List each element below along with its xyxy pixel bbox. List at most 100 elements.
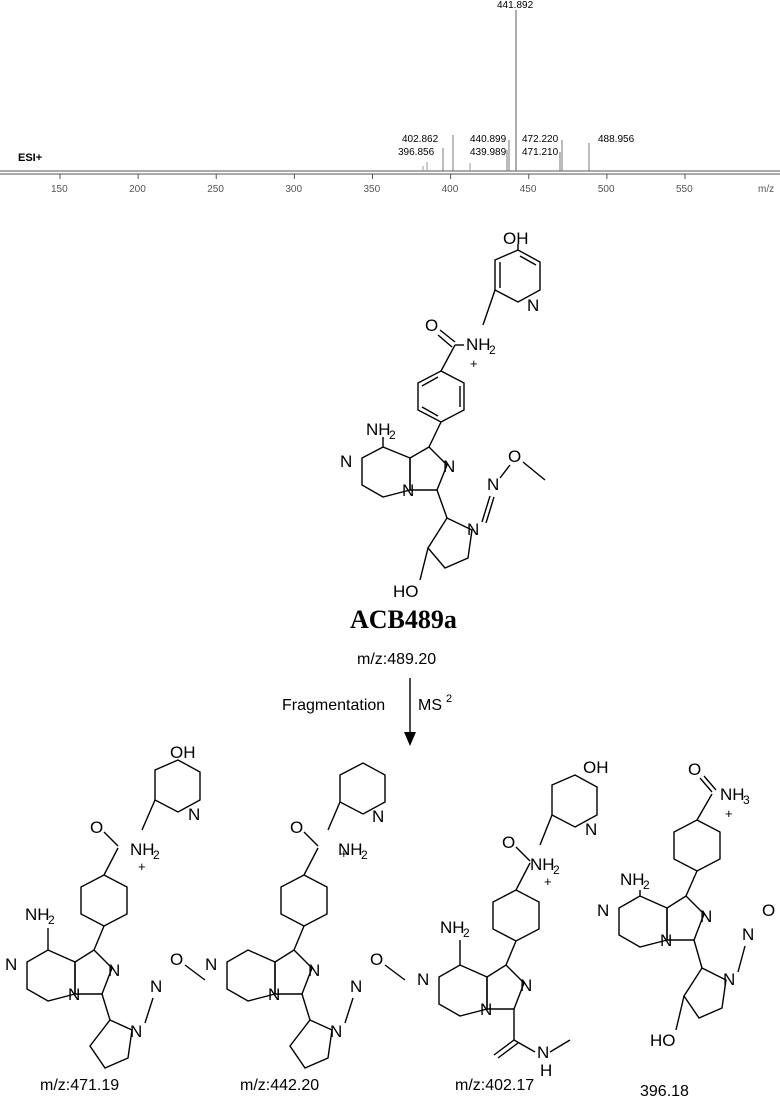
svg-text:N: N: [205, 955, 217, 974]
svg-text:N: N: [108, 961, 120, 980]
pyridine-n-label: N: [527, 296, 539, 315]
svg-text:N: N: [150, 977, 162, 996]
svg-text:N: N: [597, 901, 609, 920]
svg-text:2: 2: [489, 343, 496, 357]
svg-text:NH: NH: [530, 855, 555, 874]
svg-text:N: N: [417, 970, 429, 989]
svg-text:N: N: [660, 931, 672, 950]
axis-tick-label: 150: [51, 184, 68, 195]
svg-text:N: N: [68, 985, 80, 1004]
peak-label-439-989: 439.989: [470, 147, 507, 158]
oxime-n-label: N: [487, 475, 499, 494]
axis-tick-label: 200: [129, 184, 146, 195]
svg-text:O: O: [290, 818, 303, 837]
svg-text:NH: NH: [25, 905, 50, 924]
parent-structure: OH N O NH 2 + NH 2 N N N N HO: [340, 229, 546, 668]
svg-text:3: 3: [743, 793, 750, 807]
svg-text:O: O: [90, 818, 103, 837]
axis-unit: m/z: [758, 184, 774, 195]
svg-text:2: 2: [48, 913, 55, 927]
pyrazine-n-label: N: [340, 452, 352, 471]
svg-text:N: N: [130, 1022, 142, 1041]
axis-tick-label: 350: [364, 184, 381, 195]
svg-text:+: +: [138, 859, 146, 874]
svg-text:+: +: [725, 806, 733, 821]
svg-text:+: +: [544, 874, 552, 889]
svg-text:N: N: [5, 955, 17, 974]
svg-text:N: N: [188, 805, 200, 824]
svg-text:2: 2: [463, 926, 470, 940]
pyrrolidine-ring: [427, 517, 473, 569]
svg-text:N: N: [480, 1000, 492, 1019]
fragment-396-mz: 396.18: [640, 1083, 689, 1100]
parent-mz: m/z:489.20: [357, 651, 436, 668]
fragment-402: OH N O NH 2 + NH 2 N N N N H m/z:402.17: [417, 758, 609, 1094]
svg-text:H: H: [540, 1061, 552, 1080]
svg-text:N: N: [723, 970, 735, 989]
peak-label-440-899: 440.899: [470, 134, 507, 145]
pyrrolidine-n-label: N: [467, 520, 479, 539]
svg-text:2: 2: [643, 878, 650, 892]
svg-text:N: N: [330, 1022, 342, 1041]
oxime-o-label: O: [508, 447, 521, 466]
arrow-right-label: MS: [418, 697, 442, 714]
svg-text:N: N: [520, 976, 532, 995]
axis-tick-label: 400: [442, 184, 459, 195]
peak-label-472-220: 472.220: [522, 134, 559, 145]
svg-text:2: 2: [153, 848, 160, 862]
svg-text:N: N: [268, 985, 280, 1004]
axis-tick-label: 450: [520, 184, 537, 195]
fragment-471: OH N O NH 2 + NH 2 N N N N N O m/z:471.1…: [5, 743, 206, 1094]
svg-text:OH: OH: [583, 758, 609, 777]
axis-tick-label: 300: [285, 184, 302, 195]
peak-label-488-956: 488.956: [598, 134, 635, 145]
svg-text:O: O: [170, 950, 183, 969]
hydroxypyridine-ring: [494, 249, 541, 303]
imidazole-n-label: N: [443, 457, 455, 476]
peak-label-402-862: 402.862: [402, 134, 439, 145]
ho-label: HO: [393, 582, 419, 601]
axis-tick-label: 550: [676, 184, 693, 195]
benzene-ring: [417, 370, 465, 423]
svg-text:+: +: [340, 846, 348, 861]
svg-text:N: N: [585, 820, 597, 839]
axis-tick-label: 250: [207, 184, 224, 195]
svg-text:N: N: [537, 1043, 549, 1062]
svg-text:2: 2: [446, 693, 452, 705]
fragmentation-arrow: Fragmentation MS 2: [282, 678, 452, 746]
svg-text:2: 2: [553, 863, 560, 877]
svg-text:O: O: [762, 901, 775, 920]
svg-text:N: N: [308, 961, 320, 980]
imidazole-ring: [409, 446, 448, 491]
fragment-402-mz: m/z:402.17: [455, 1077, 534, 1094]
ionization-mode: ESI+: [18, 152, 42, 164]
svg-text:OH: OH: [170, 743, 196, 762]
core-nh2-label: NH: [366, 420, 391, 439]
peak-label-396-856: 396.856: [398, 147, 435, 158]
fragment-471-mz: m/z:471.19: [40, 1077, 119, 1094]
svg-text:2: 2: [389, 428, 396, 442]
amide-nh-label: NH: [466, 335, 491, 354]
svg-text:O: O: [370, 950, 383, 969]
svg-text:N: N: [372, 807, 384, 826]
svg-text:HO: HO: [650, 1031, 676, 1050]
svg-text:O: O: [688, 760, 701, 779]
svg-text:NH: NH: [130, 840, 155, 859]
svg-text:NH: NH: [440, 918, 465, 937]
peak-label-471-210: 471.210: [522, 147, 559, 158]
svg-text:NH: NH: [620, 870, 645, 889]
svg-text:NH: NH: [720, 785, 745, 804]
svg-text:+: +: [470, 356, 478, 371]
amide-o-label: O: [425, 316, 438, 335]
svg-text:NH: NH: [338, 840, 363, 859]
svg-text:O: O: [502, 833, 515, 852]
bridge-n-label: N: [402, 481, 414, 500]
peak-label-441-892: 441.892: [497, 0, 534, 11]
arrow-left-label: Fragmentation: [282, 697, 385, 714]
svg-text:2: 2: [361, 848, 368, 862]
svg-text:N: N: [742, 925, 754, 944]
fragment-442-mz: m/z:442.20: [240, 1077, 319, 1094]
